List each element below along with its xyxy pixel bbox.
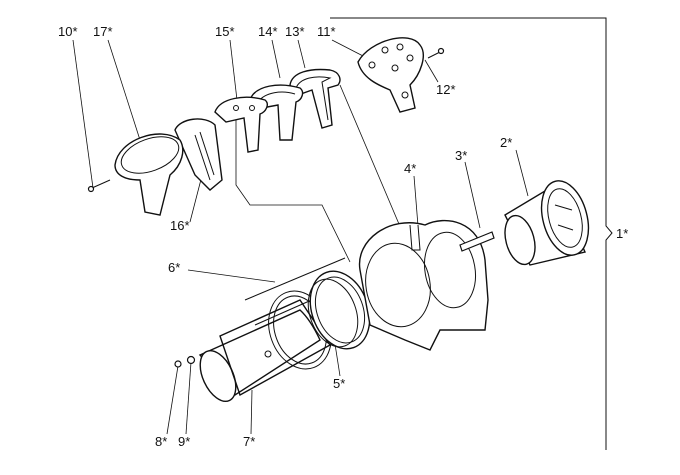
label-14: 14* bbox=[258, 24, 278, 39]
label-2: 2* bbox=[500, 135, 512, 150]
callout-labels: 10* 17* 15* 14* 13* 11* 12* 2* 3* 4* 16*… bbox=[58, 24, 628, 449]
part-6-ring bbox=[244, 257, 351, 370]
label-8: 8* bbox=[155, 434, 167, 449]
part-12-bolt bbox=[427, 47, 445, 59]
part-4-bracket bbox=[358, 219, 489, 351]
label-15: 15* bbox=[215, 24, 235, 39]
label-5: 5* bbox=[333, 376, 345, 391]
label-13: 13* bbox=[285, 24, 305, 39]
leader-lines bbox=[72, 39, 529, 435]
part-9-washer bbox=[186, 355, 196, 365]
label-1: 1* bbox=[616, 226, 628, 241]
part-13-gasket bbox=[289, 68, 341, 129]
part-8-screw bbox=[174, 360, 182, 368]
part-17-hood bbox=[114, 133, 184, 216]
part-2-gauge bbox=[504, 180, 590, 266]
label-12: 12* bbox=[436, 82, 456, 97]
part-10-screw bbox=[87, 179, 111, 193]
label-6: 6* bbox=[168, 260, 180, 275]
label-16: 16* bbox=[170, 218, 190, 233]
part-3-pin bbox=[459, 231, 495, 252]
part-16-insert bbox=[174, 118, 223, 191]
label-17: 17* bbox=[93, 24, 113, 39]
label-7: 7* bbox=[243, 434, 255, 449]
label-9: 9* bbox=[178, 434, 190, 449]
label-10: 10* bbox=[58, 24, 78, 39]
label-11: 11* bbox=[317, 24, 336, 39]
label-4: 4* bbox=[404, 161, 416, 176]
part-7-housing bbox=[198, 299, 332, 402]
part-15-gasket bbox=[214, 96, 268, 153]
part-11-top-plate bbox=[357, 37, 424, 113]
part-5-clamp-ring bbox=[307, 270, 371, 350]
assembly-bracket bbox=[330, 17, 613, 450]
label-3: 3* bbox=[455, 148, 467, 163]
